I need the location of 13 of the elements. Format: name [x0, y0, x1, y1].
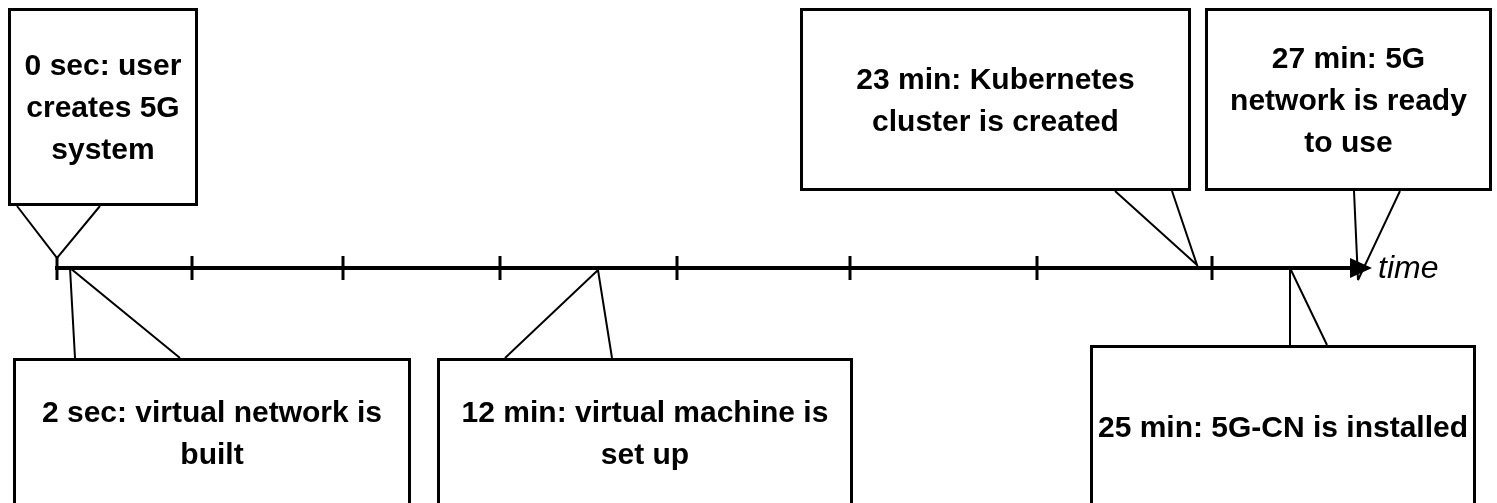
callout-box	[437, 358, 853, 503]
event-text: 23 min: Kubernetes cluster is created	[855, 60, 1136, 139]
event-text: 25 min: 5G-CN is installed	[1097, 408, 1469, 445]
event-text: 27 min: 5G network is ready to use	[1229, 39, 1468, 160]
event-text: 12 min: virtual machine is set up	[460, 394, 830, 472]
callout-box	[13, 358, 411, 503]
event-text: 2 sec: virtual network is built	[40, 394, 384, 472]
callout-box	[800, 8, 1191, 191]
callout-box	[1205, 8, 1492, 191]
callout-box	[8, 8, 198, 206]
event-text: 0 sec: user creates 5G system	[23, 47, 183, 167]
callout-box	[1090, 345, 1476, 503]
axis-label: time	[1378, 249, 1439, 286]
